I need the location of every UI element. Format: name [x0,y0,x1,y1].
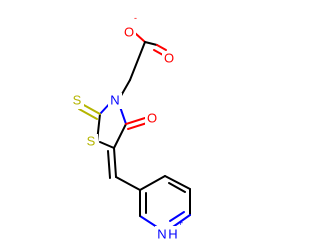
bond-c4-c5 [113,123,127,149]
molecule-structure-diagram: O - O N S S O N H + [70,13,191,244]
bond-ch2-ch2-a [129,41,146,81]
ring-nitrogen-atom: N [108,92,122,109]
thione-sulfur-symbol: S [73,92,82,107]
thione-sulfur-atom: S [70,92,84,109]
bond-py-1 [139,175,166,191]
bond-c5-s1 [99,141,115,149]
carbonyl-oxygen-acid-atom: O [162,50,176,67]
bond-c4-o-double-a [125,117,146,125]
pyridinium-nitrogen-atom: N H + [155,218,183,244]
bond-c-o-double-a [156,44,167,51]
bond-c2-s-double-a [81,103,101,115]
bond-py-aromatic-b [168,182,186,193]
ring-sulfur-atom: S [84,133,98,150]
pyridinium-nitrogen-symbol: N [157,226,166,241]
bond-ch-pyridine [115,176,141,191]
carboxylate-oxygen-atom: O - [122,13,137,40]
bond-c5-ch-double-a [113,147,117,178]
bond-py-2 [164,175,191,190]
bond-c5-ch-double-b [107,150,111,179]
bond-c-o-double-b [153,49,164,56]
ring-carbonyl-oxygen-atom: O [145,110,159,127]
bond-c-o-minus [134,32,146,43]
pyridinium-charge: + [178,218,183,228]
propanoate-chain [117,32,167,102]
bond-c4-o-double-b [127,122,148,130]
carboxylate-oxygen-charge: - [134,13,137,23]
bond-py-aromatic-c [169,211,185,222]
methylidene-bridge [107,147,141,191]
atom-labels: O - O N S S O N H + [70,13,183,244]
ring-sulfur-symbol: S [87,133,96,148]
carbonyl-oxygen-acid-symbol: O [164,50,174,65]
bond-carboxyl-c [144,41,158,46]
bond-c2-s-double-b [78,108,98,120]
ring-nitrogen-symbol: N [110,92,119,107]
carboxylate-oxygen-symbol: O [124,24,134,39]
pyridinium-hydrogen-symbol: H [168,226,177,241]
ring-carbonyl-oxygen-symbol: O [147,110,157,125]
